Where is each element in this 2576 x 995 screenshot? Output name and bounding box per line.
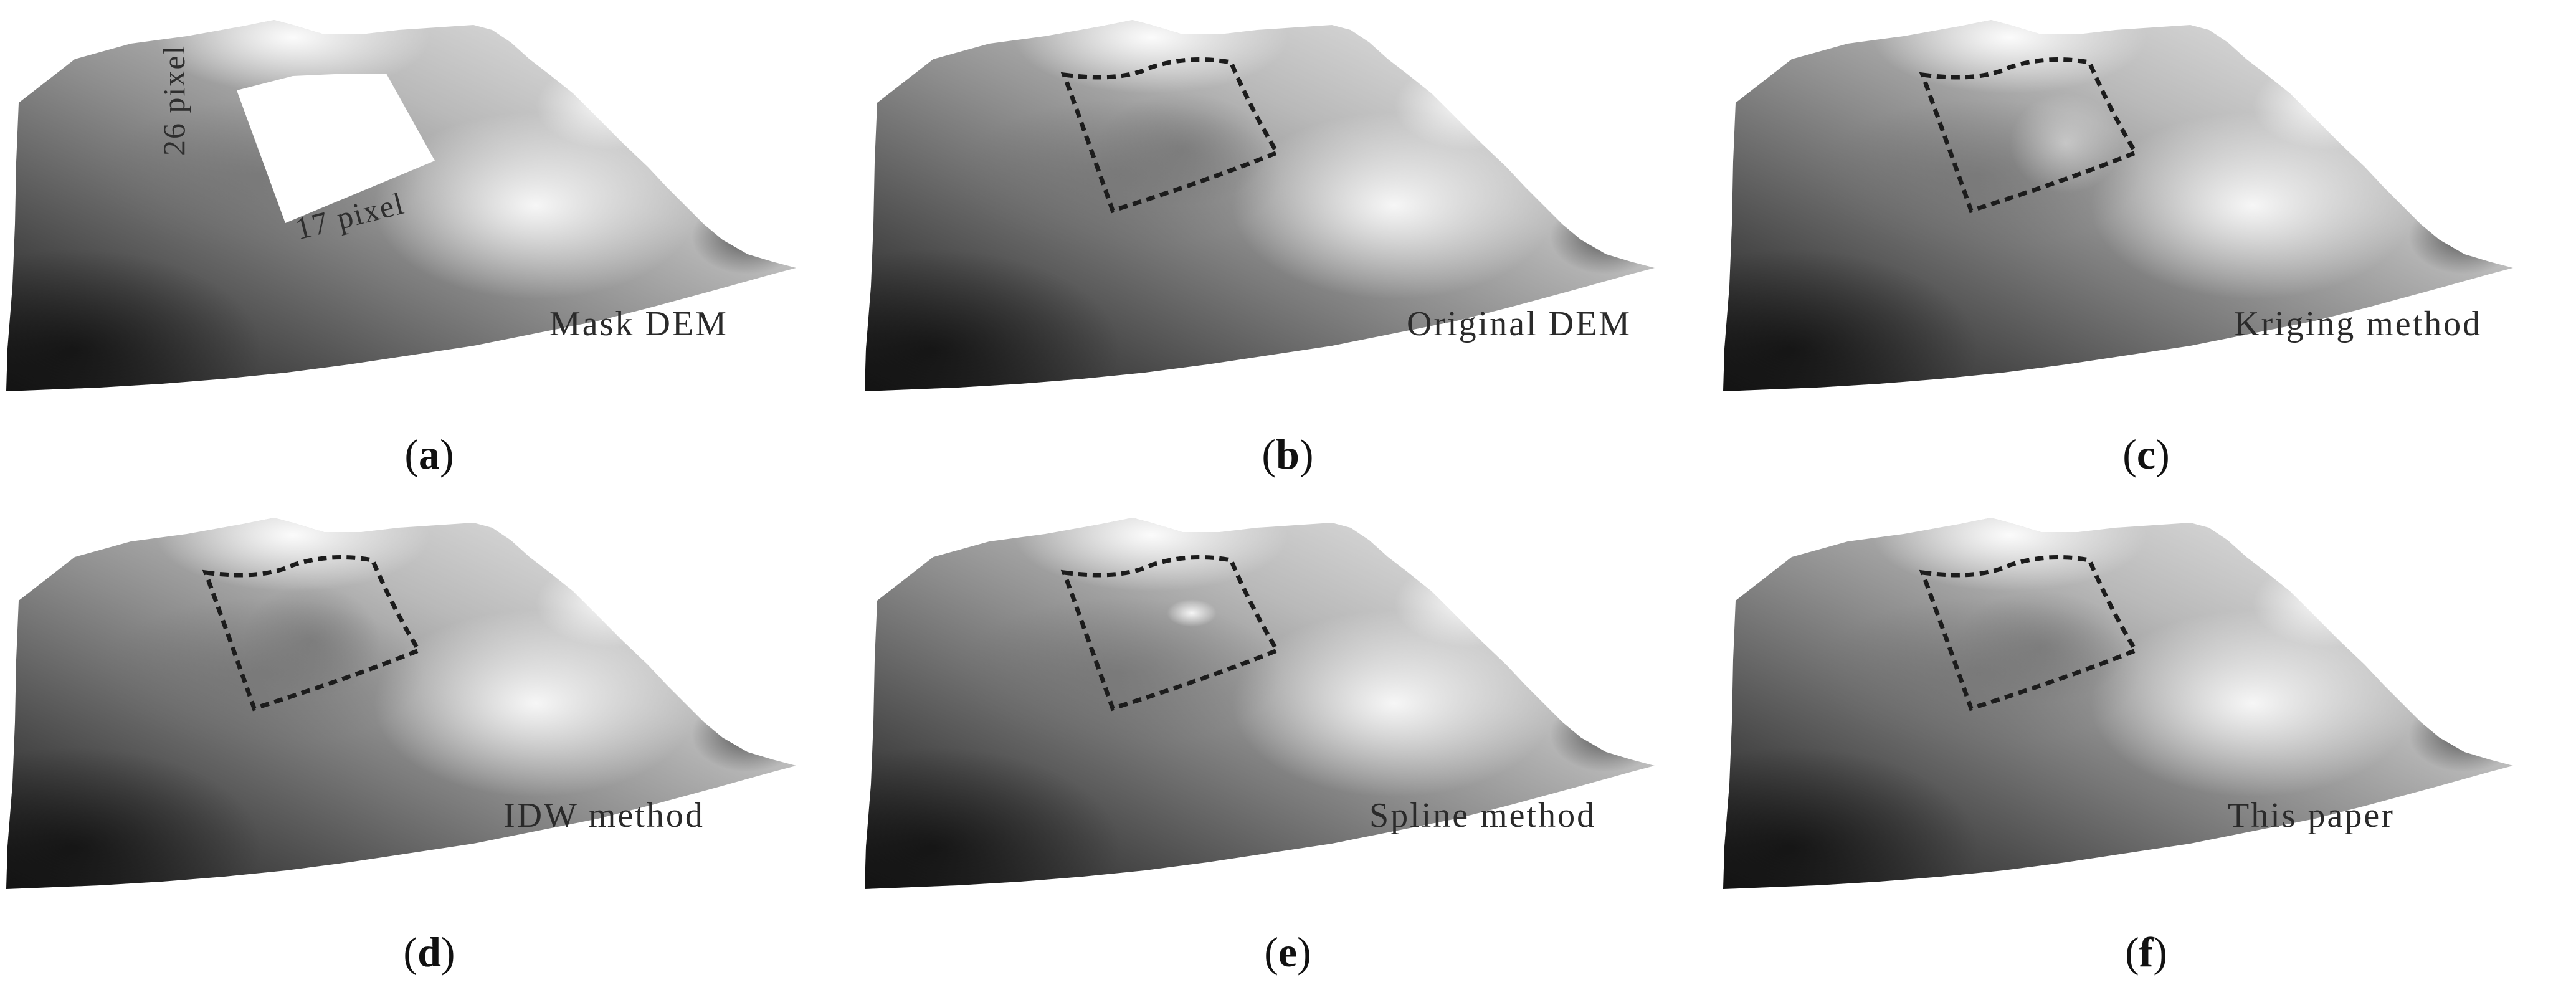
panel-b: Original DEM (b) — [858, 0, 1717, 497]
terrain-surface-e — [865, 518, 1655, 889]
mask-hole — [237, 74, 435, 223]
terrain-surface-d — [6, 518, 796, 889]
panel-c: Kriging method (c) — [1717, 0, 2575, 497]
region-outline — [202, 555, 422, 712]
panel-a-label: Mask DEM — [549, 305, 728, 343]
panel-b-letter: (b) — [1262, 431, 1314, 478]
panel-f-label: This paper — [2228, 796, 2395, 835]
panel-b-label: Original DEM — [1407, 305, 1632, 343]
region-outline — [1060, 57, 1281, 214]
region-outline — [1919, 555, 2139, 712]
panel-a: 26 pixel 17 pixel Mask DEM (a) — [0, 0, 858, 497]
mask-height-label: 26 pixel — [156, 44, 191, 156]
panel-d-letter: (d) — [403, 928, 455, 976]
panel-f-letter: (f) — [2125, 928, 2167, 976]
panel-e-label: Spline method — [1369, 796, 1597, 835]
region-outline — [1919, 57, 2139, 214]
panel-d-label: IDW method — [503, 796, 705, 835]
panel-c-letter: (c) — [2122, 431, 2170, 478]
panel-a-letter: (a) — [404, 431, 454, 478]
panel-e-letter: (e) — [1264, 928, 1311, 976]
panel-e: Spline method (e) — [858, 498, 1717, 995]
terrain-surface-c — [1723, 20, 2513, 391]
terrain-surface-f — [1723, 518, 2513, 889]
terrain-surface-a — [6, 20, 796, 391]
panel-f: This paper (f) — [1717, 498, 2575, 995]
panel-c-label: Kriging method — [2234, 305, 2483, 343]
panel-d: IDW method (d) — [0, 498, 858, 995]
terrain-surface-b — [865, 20, 1655, 391]
region-outline — [1060, 555, 1281, 712]
